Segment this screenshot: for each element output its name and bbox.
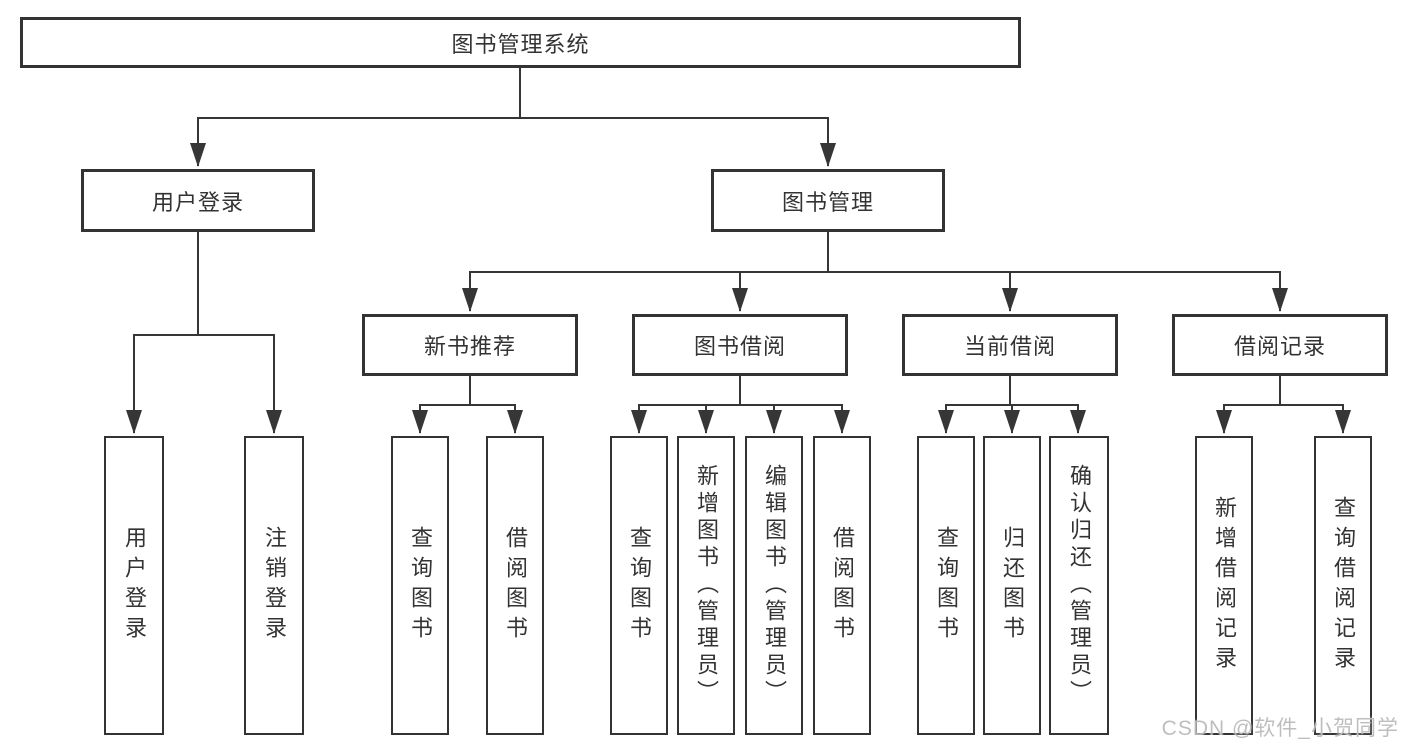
leaf-borrow-books-recommend: 借阅图书	[486, 436, 544, 735]
leaf-query-books-borrowing: 查询图书	[610, 436, 668, 735]
node-library-management-system: 图书管理系统	[20, 17, 1021, 68]
node-current-borrowing: 当前借阅	[902, 314, 1118, 376]
node-new-book-recommend: 新书推荐	[362, 314, 578, 376]
leaf-label: 借阅图书	[830, 525, 855, 646]
leaf-label: 用户登录	[122, 525, 147, 646]
csdn-watermark: CSDN @软件_小贺同学	[1161, 717, 1399, 740]
leaf-label: 确认归还（管理员）	[1067, 464, 1092, 707]
node-book-management: 图书管理	[711, 169, 945, 232]
leaf-label: 新增借阅记录	[1212, 495, 1237, 676]
leaf-confirm-return-admin: 确认归还（管理员）	[1049, 436, 1109, 735]
leaf-user-login: 用户登录	[104, 436, 164, 735]
leaf-return-books: 归还图书	[983, 436, 1041, 735]
leaf-label: 查询借阅记录	[1331, 495, 1356, 676]
leaf-add-borrow-record: 新增借阅记录	[1195, 436, 1253, 735]
leaf-add-books-admin: 新增图书（管理员）	[677, 436, 735, 735]
node-book-borrowing: 图书借阅	[632, 314, 848, 376]
leaf-borrow-books-borrowing: 借阅图书	[813, 436, 871, 735]
leaf-edit-books-admin: 编辑图书（管理员）	[745, 436, 803, 735]
leaf-label: 注销登录	[262, 525, 287, 646]
leaf-query-books-current: 查询图书	[917, 436, 975, 735]
leaf-label: 借阅图书	[503, 525, 528, 646]
leaf-label: 查询图书	[934, 525, 959, 646]
node-borrowing-records: 借阅记录	[1172, 314, 1388, 376]
leaf-label: 编辑图书（管理员）	[762, 464, 787, 707]
leaf-query-books-recommend: 查询图书	[391, 436, 449, 735]
leaf-label: 新增图书（管理员）	[694, 464, 719, 707]
leaf-logout: 注销登录	[244, 436, 304, 735]
leaf-label: 归还图书	[1000, 525, 1025, 646]
node-user-login: 用户登录	[81, 169, 315, 232]
leaf-label: 查询图书	[627, 525, 652, 646]
leaf-query-borrow-record: 查询借阅记录	[1314, 436, 1372, 735]
leaf-label: 查询图书	[408, 525, 433, 646]
